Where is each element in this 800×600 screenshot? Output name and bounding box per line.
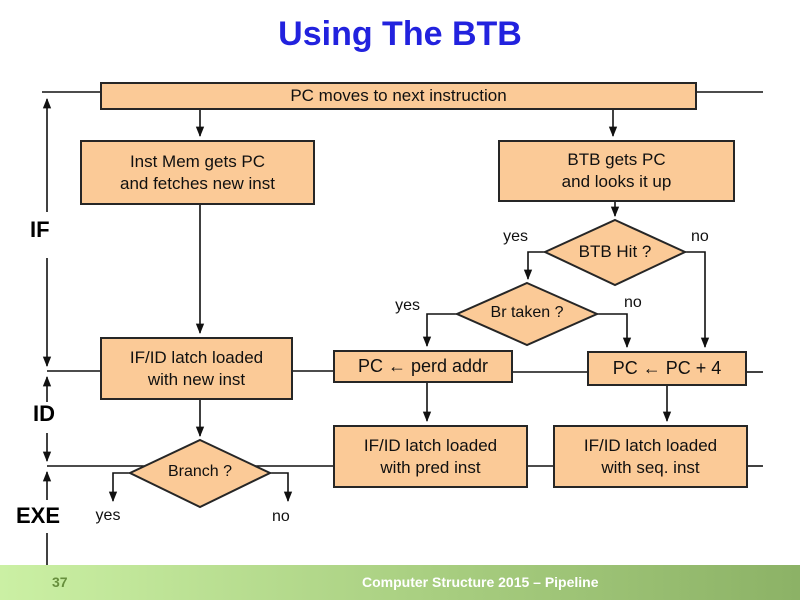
stage-label-id: ID [33, 401, 55, 426]
arrow-brtaken-yes [422, 313, 457, 348]
box-pc-perd: PC ← perd addr [333, 350, 513, 383]
br-taken-diamond [454, 281, 600, 347]
box-ifid-seq-line1: IF/ID latch loaded [583, 435, 718, 455]
br-taken-no-label: no [624, 294, 642, 311]
branch-label: Branch ? [167, 463, 233, 480]
br-taken-label: Br taken ? [490, 304, 564, 321]
branch-diamond [127, 438, 273, 509]
arrow-branch-no [270, 472, 293, 503]
stage-label-exe: EXE [16, 503, 61, 528]
box-ifid-seq: IF/ID latch loaded with seq. inst [553, 425, 748, 488]
br-taken-yes-label: yes [395, 297, 420, 314]
arrow-brtaken-no [597, 313, 632, 349]
box-btb-gets-line1: BTB gets PC [567, 150, 666, 170]
box-ifid-new-line1: IF/ID latch loaded [129, 347, 264, 367]
branch-no-label: no [272, 508, 290, 525]
box-pc-plus4: PC ← PC + 4 [587, 351, 747, 386]
box-ifid-new-line2: with new inst [147, 369, 246, 389]
box-ifid-pred-line1: IF/ID latch loaded [363, 435, 498, 455]
btb-hit-label: BTB Hit ? [578, 242, 652, 261]
box-ifid-new: IF/ID latch loaded with new inst [100, 337, 293, 400]
slide-title: Using The BTB [278, 15, 522, 53]
arrow-btbhit-yes [523, 251, 545, 281]
box-pc-perd-text: PC ← perd addr [357, 356, 489, 377]
arrow-btbhit-no [685, 251, 710, 349]
box-inst-mem-line1: Inst Mem gets PC [129, 151, 266, 171]
footer-text: Computer Structure 2015 – Pipeline [362, 574, 599, 590]
box-inst-mem-line2: and fetches new inst [120, 173, 275, 193]
box-ifid-pred-line2: with pred inst [380, 457, 481, 477]
box-pc-plus4-text: PC ← PC + 4 [612, 358, 722, 379]
page-number: 37 [52, 574, 68, 590]
arrow-branch-yes [108, 472, 130, 503]
box-inst-mem: Inst Mem gets PC and fetches new inst [80, 140, 315, 205]
btb-hit-no-label: no [691, 228, 709, 245]
stage-label-if: IF [30, 217, 50, 242]
box-btb-gets-line2: and looks it up [561, 172, 672, 191]
box-btb-gets: BTB gets PC and looks it up [498, 140, 735, 202]
box-pc-moves-text: PC moves to next instruction [290, 86, 507, 106]
box-pc-moves: PC moves to next instruction [100, 82, 697, 110]
branch-yes-label: yes [95, 507, 121, 524]
box-ifid-pred: IF/ID latch loaded with pred inst [333, 425, 528, 488]
box-ifid-seq-line2: with seq. inst [601, 457, 700, 477]
btb-hit-yes-label: yes [503, 228, 528, 245]
footer-bar: 37 Computer Structure 2015 – Pipeline [0, 565, 800, 600]
btb-hit-diamond [542, 218, 688, 287]
